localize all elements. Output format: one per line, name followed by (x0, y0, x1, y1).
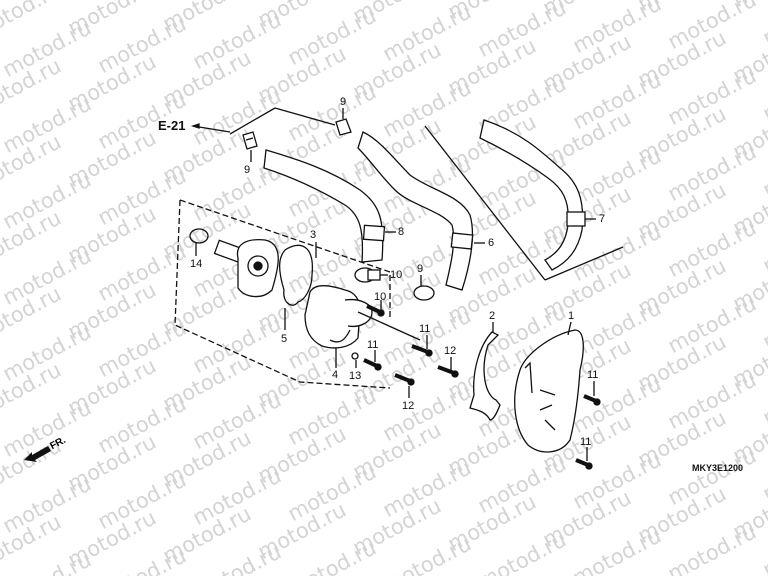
pump-impeller (213, 239, 279, 298)
callout-7: 7 (599, 213, 606, 225)
bolt-12-a (411, 335, 433, 357)
pump-assembly-frame (174, 199, 391, 389)
bolt-12-b (437, 357, 459, 378)
callout-5: 5 (281, 333, 288, 345)
callout-4: 4 (332, 369, 339, 381)
callout-9: 9 (340, 96, 347, 108)
callout-12: 12 (402, 400, 415, 412)
callout-9: 9 (417, 263, 424, 275)
front-direction-indicator: FR. (22, 435, 82, 466)
callout-8: 8 (398, 226, 405, 238)
bolt-11-d (575, 447, 593, 470)
callout-6: 6 (488, 237, 495, 249)
section-ref-label[interactable]: E-21 (158, 118, 186, 133)
hose-8 (263, 149, 396, 263)
bolt-11-b (363, 350, 382, 371)
e21-leader (190, 107, 336, 135)
gasket-5 (278, 244, 313, 306)
separator-line (544, 246, 624, 281)
callout-11: 11 (587, 369, 599, 381)
callout-13: 13 (349, 370, 362, 382)
callout-11: 10 (374, 291, 387, 303)
band-10-mid (354, 267, 388, 283)
hose-6 (357, 131, 485, 291)
callout-10: 9 (244, 164, 251, 176)
callout-10: 10 (390, 269, 403, 281)
separator-line (424, 125, 546, 281)
callout-1: 1 (568, 310, 575, 322)
callout-11: 11 (580, 436, 592, 448)
pump-body-4 (304, 285, 373, 368)
callout-12: 11 (419, 323, 431, 335)
reference-code: MKY3E1200 (692, 463, 744, 473)
cover-1 (514, 321, 584, 453)
bracket-2 (469, 331, 501, 421)
clip-9-mid (413, 275, 435, 301)
arrow-left-down-icon (24, 446, 51, 462)
callout-2: 2 (489, 310, 496, 322)
callout-12: 12 (444, 345, 457, 357)
oring-13 (351, 352, 359, 360)
bolt-12-c (394, 373, 415, 398)
clip-9-top (335, 108, 352, 136)
callout-14: 14 (190, 258, 203, 270)
hose-7 (479, 119, 596, 271)
clip-10-top (242, 131, 258, 162)
bolt-11-a (366, 300, 385, 317)
bolt-11-c (583, 381, 601, 406)
bolt-guide-line (357, 311, 421, 341)
oring-14 (189, 228, 209, 244)
callout-3: 3 (310, 229, 317, 241)
callout-11: 11 (367, 339, 379, 351)
